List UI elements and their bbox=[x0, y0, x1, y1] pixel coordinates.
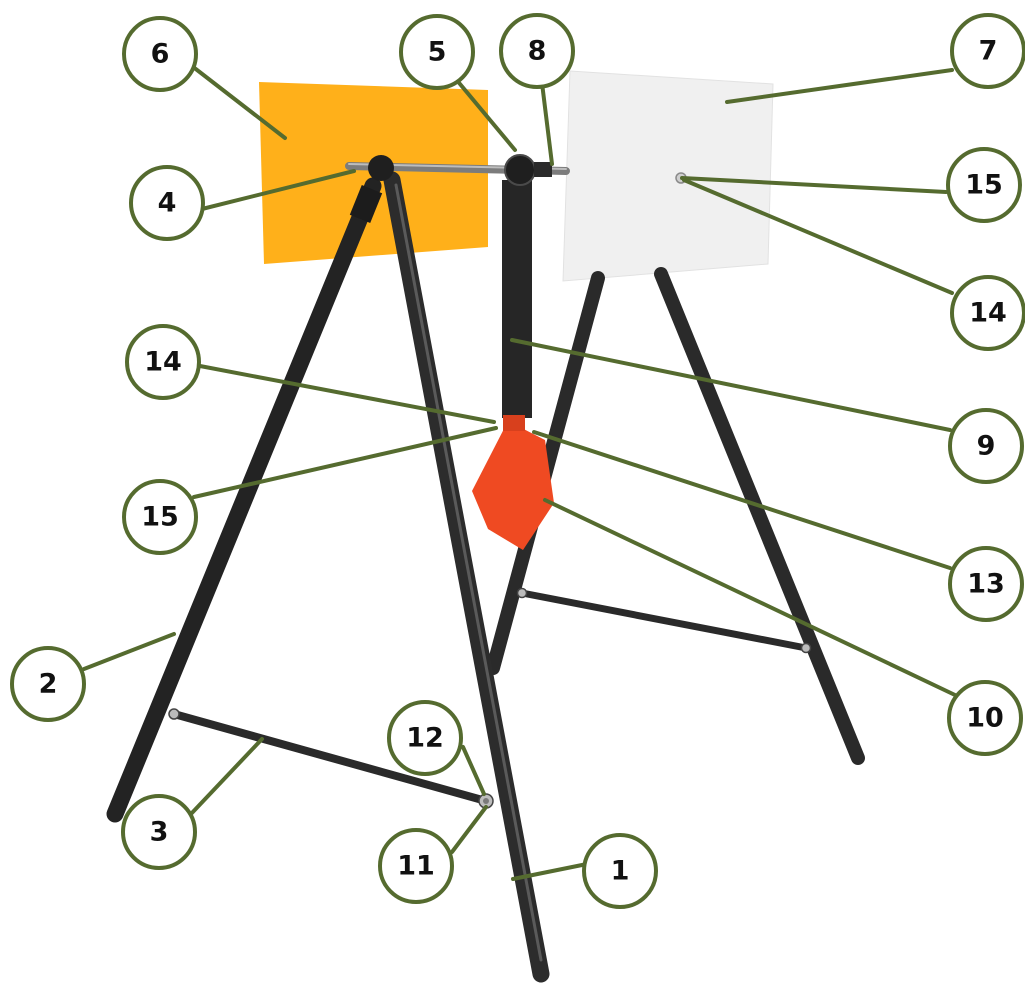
callout-7: 7 bbox=[950, 13, 1025, 89]
callout-5: 5 bbox=[399, 14, 475, 90]
callout-11: 11 bbox=[378, 828, 454, 904]
center-post bbox=[502, 180, 532, 418]
callout-15-right-label: 15 bbox=[965, 170, 1003, 201]
callout-7-label: 7 bbox=[979, 36, 998, 67]
callout-2: 2 bbox=[10, 646, 86, 722]
back-brace-end-right bbox=[800, 642, 812, 654]
hex-target-hanger bbox=[503, 415, 525, 431]
front-leg-clamp bbox=[349, 185, 383, 223]
callout-13: 13 bbox=[948, 546, 1024, 622]
callout-3: 3 bbox=[121, 794, 197, 870]
callout-14-left-label: 14 bbox=[144, 347, 182, 378]
callout-13-label: 13 bbox=[967, 569, 1005, 600]
callout-15-right: 15 bbox=[946, 147, 1022, 223]
callout-4-label: 4 bbox=[158, 188, 177, 219]
callout-14-left: 14 bbox=[125, 324, 201, 400]
callout-2-label: 2 bbox=[39, 669, 58, 700]
callout-12: 12 bbox=[387, 700, 463, 776]
callout-8-label: 8 bbox=[528, 36, 547, 67]
callout-15-left-label: 15 bbox=[141, 502, 179, 533]
callout-14-right-label: 14 bbox=[969, 298, 1007, 329]
callout-1-label: 1 bbox=[611, 856, 630, 887]
callout-10: 10 bbox=[947, 680, 1023, 756]
back-brace-end-left bbox=[516, 587, 528, 599]
callout-14-right: 14 bbox=[950, 275, 1025, 351]
callout-4: 4 bbox=[129, 165, 205, 241]
callout-9: 9 bbox=[948, 408, 1024, 484]
callout-6: 6 bbox=[122, 16, 198, 92]
hub-collar bbox=[534, 162, 552, 177]
front-brace-end-left bbox=[168, 708, 180, 720]
callout-15-left: 15 bbox=[122, 479, 198, 555]
callout-8: 8 bbox=[499, 13, 575, 89]
callout-11-label: 11 bbox=[397, 851, 435, 882]
callout-5-label: 5 bbox=[428, 37, 447, 68]
hex-target-plate bbox=[472, 421, 554, 550]
front-brace-nut bbox=[483, 798, 489, 804]
callout-9-label: 9 bbox=[977, 431, 996, 462]
front-legs bbox=[106, 171, 550, 983]
rotating-hub bbox=[504, 154, 536, 186]
callout-1: 1 bbox=[582, 833, 658, 909]
callout-10-label: 10 bbox=[966, 703, 1004, 734]
white-target-plate bbox=[562, 70, 774, 282]
callout-12-label: 12 bbox=[406, 723, 444, 754]
leader-lines bbox=[82, 61, 957, 881]
apex-joint bbox=[368, 155, 394, 181]
callout-3-label: 3 bbox=[150, 817, 169, 848]
callout-6-label: 6 bbox=[151, 39, 170, 70]
